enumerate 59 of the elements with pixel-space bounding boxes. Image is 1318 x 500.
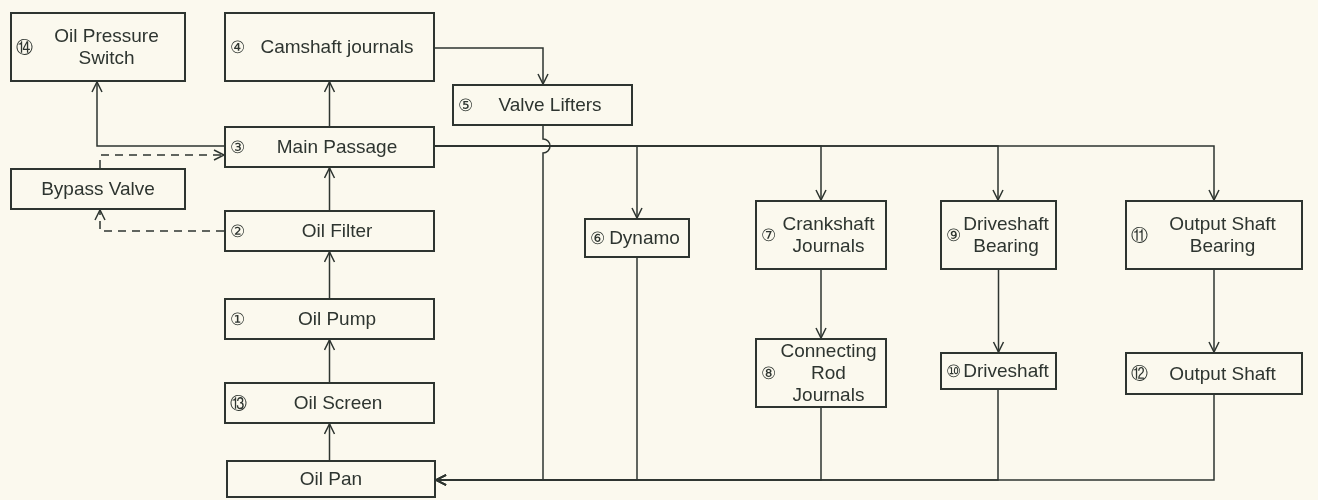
callout-number: ④ [230,38,245,56]
component-label: Dynamo [608,227,681,249]
arrow [323,251,336,299]
component-label: Bypass Valve [40,178,156,200]
arrow [323,167,336,211]
component-label: Camshaft journals [259,36,415,58]
callout-number: ⑥ [590,229,605,247]
callout-number: ⑫ [1131,365,1148,382]
component-box [452,84,633,126]
arrow [323,81,336,127]
callout-number: ① [230,310,245,328]
component-box [1125,352,1303,395]
callout-number: ② [230,222,245,240]
component-box [755,200,887,270]
component-box [224,210,435,252]
arrow [323,339,336,383]
component-box [224,382,435,424]
component-label: Crankshaft Journals [781,213,876,257]
component-label: Oil Filter [300,220,374,242]
component-label: Output Shaft [1168,362,1277,385]
callout-number: ⑦ [761,226,776,244]
callout-number: ⑤ [458,96,473,114]
component-box [1125,200,1303,270]
callout-number: ⑩ [946,362,961,380]
component-label: Oil Pump [296,308,378,330]
component-label: Oil Pressure Switch [53,25,160,69]
callout-number: ⑧ [761,364,776,382]
component-box [940,352,1057,390]
callout-number: ⑪ [1131,226,1148,244]
component-label: Valve Lifters [497,94,603,116]
component-box [10,168,186,210]
component-box [755,338,887,408]
component-box [10,12,186,82]
component-label: Oil Screen [292,392,384,414]
component-label: Driveshaft Bearing [962,213,1050,257]
component-box [940,200,1057,270]
callout-number: ⑬ [230,394,247,412]
arrow [992,269,1005,353]
arrow [1208,269,1220,353]
component-box [584,218,690,258]
component-label: Connecting Rod Journals [779,340,878,406]
component-label: Main Passage [275,136,399,158]
component-box [224,126,435,168]
component-box [224,298,435,340]
component-box [226,460,436,498]
arrow [323,423,336,461]
component-label: Oil Pan [298,468,364,490]
arrow [435,394,1215,486]
component-label: Driveshaft [962,360,1050,382]
callout-number: ⑭ [16,38,33,56]
callout-number: ⑨ [946,226,961,244]
dashed-arrow [94,209,225,232]
dashed-arrow [99,149,225,169]
arrow [434,47,549,85]
callout-number: ③ [230,138,245,156]
component-label: Output Shaft Bearing [1168,213,1277,257]
component-box [224,12,435,82]
arrow [815,269,827,339]
arrow [91,81,225,147]
